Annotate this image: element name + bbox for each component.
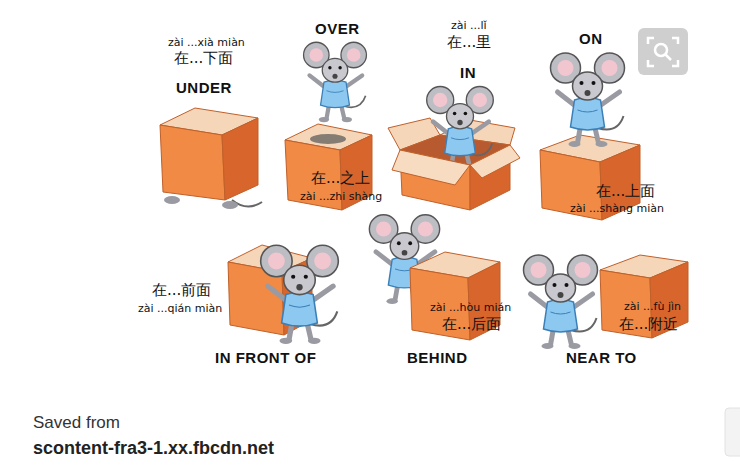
pinyin-label: zài ...fù jìn xyxy=(624,301,681,314)
english-label: IN FRONT OF xyxy=(215,349,316,366)
source-caption: Saved from xyxy=(33,413,120,433)
over-scene xyxy=(285,42,372,210)
english-label: ON xyxy=(579,30,603,47)
english-label: NEAR TO xyxy=(566,349,637,366)
chinese-label: 在...前面 xyxy=(152,282,211,299)
in-scene xyxy=(388,87,520,211)
pinyin-label: zài ...zhi shàng xyxy=(300,191,382,204)
english-label: OVER xyxy=(315,20,360,37)
english-label: BEHIND xyxy=(407,349,468,366)
english-label: UNDER xyxy=(176,79,232,96)
pinyin-label: zài ...qián miàn xyxy=(138,303,222,316)
chinese-label: 在...后面 xyxy=(442,316,501,333)
pinyin-label: zài ...xià miàn xyxy=(168,37,245,50)
english-label: IN xyxy=(460,64,476,81)
source-url: scontent-fra3-1.xx.fbcdn.net xyxy=(33,438,274,459)
pinyin-label: zài ...shàng miàn xyxy=(570,203,664,216)
chinese-label: 在...里 xyxy=(447,34,491,51)
chinese-label: 在...上面 xyxy=(596,183,655,200)
search-icon xyxy=(638,28,688,75)
in-front-scene xyxy=(228,245,338,344)
near-scene xyxy=(524,255,689,349)
pinyin-label: zài ...hòu mián xyxy=(430,302,511,315)
under-scene xyxy=(160,108,262,209)
pinyin-label: zài ...lǐ xyxy=(451,20,487,33)
chinese-label: 在...下面 xyxy=(174,50,233,67)
chinese-label: 在...附近 xyxy=(619,316,678,333)
chinese-label: 在...之上 xyxy=(311,170,370,187)
side-tab xyxy=(725,408,740,456)
